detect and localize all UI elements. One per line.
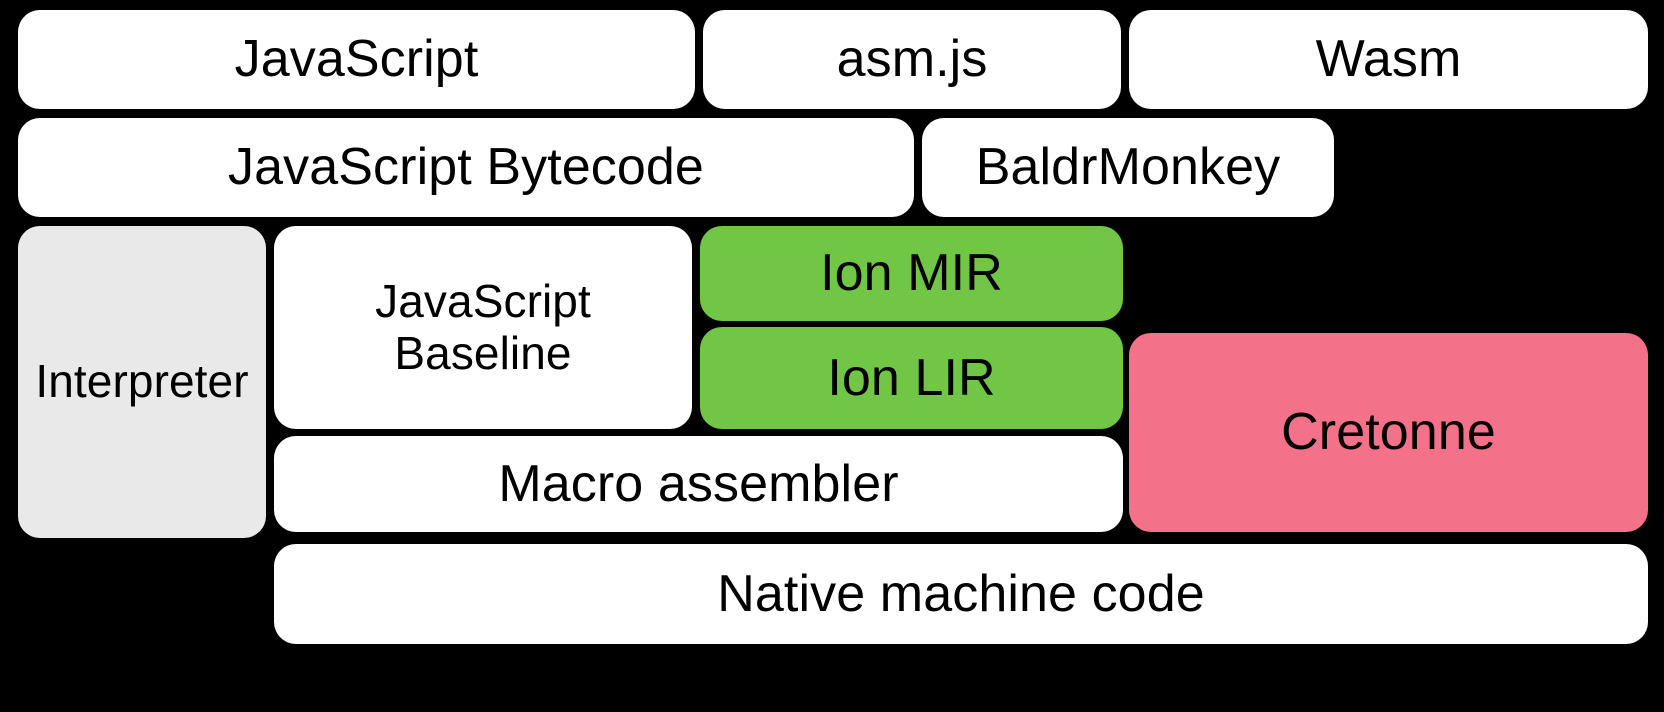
node-label: JavaScript Baseline — [375, 274, 591, 379]
node-label: asm.js — [836, 30, 988, 89]
node-wasm: Wasm — [1129, 10, 1648, 109]
node-label: Interpreter — [35, 355, 249, 408]
node-label: Ion MIR — [820, 244, 1003, 303]
node-macro-assembler: Macro assembler — [274, 436, 1123, 532]
node-label: Wasm — [1315, 30, 1462, 89]
node-javascript-bytecode: JavaScript Bytecode — [18, 118, 914, 217]
node-baldrmonkey: BaldrMonkey — [922, 118, 1334, 217]
node-asmjs: asm.js — [703, 10, 1121, 109]
node-ion-mir: Ion MIR — [700, 226, 1123, 321]
node-label: BaldrMonkey — [975, 138, 1281, 197]
node-native-machine-code: Native machine code — [274, 544, 1648, 644]
node-label: Macro assembler — [498, 454, 899, 513]
node-ion-lir: Ion LIR — [700, 327, 1123, 429]
node-label: Cretonne — [1281, 403, 1496, 462]
node-cretonne: Cretonne — [1129, 333, 1648, 532]
node-javascript-baseline: JavaScript Baseline — [274, 226, 692, 429]
node-interpreter: Interpreter — [18, 226, 266, 538]
node-label: Ion LIR — [827, 348, 996, 407]
node-label: JavaScript Bytecode — [228, 138, 704, 197]
node-label: Native machine code — [717, 564, 1205, 623]
node-javascript: JavaScript — [18, 10, 695, 109]
node-label: JavaScript — [234, 30, 479, 89]
